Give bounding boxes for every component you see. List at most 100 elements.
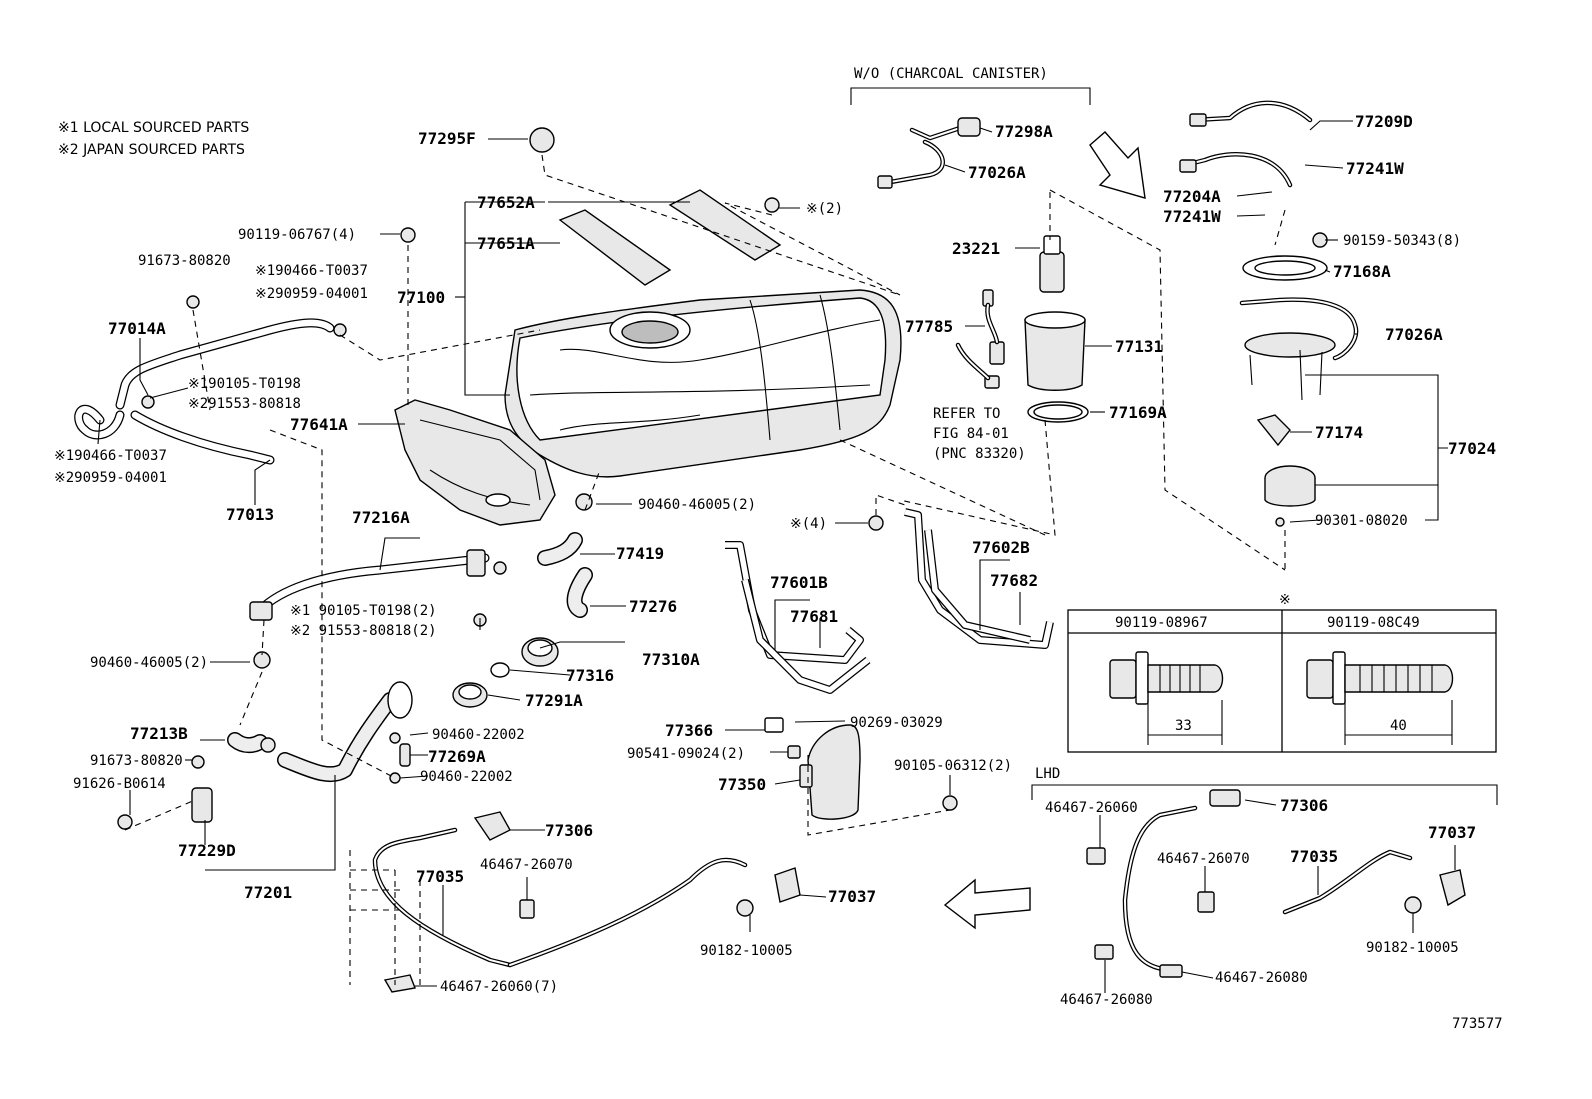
label-77602B: 77602B — [972, 538, 1030, 557]
figure-id: 773577 — [1452, 1016, 1503, 1032]
label-77013: 77013 — [226, 505, 274, 524]
vent-tube-77014A — [74, 318, 335, 465]
label-77641A: 77641A — [290, 415, 348, 434]
label-77169A: 77169A — [1109, 403, 1167, 422]
filler-hose-77419 — [537, 532, 593, 618]
charcoal-section: W/O (CHARCOAL CANISTER) — [850, 66, 1091, 189]
tank-straps — [725, 508, 1054, 694]
label-90460-46005-a: 90460-46005(2) — [638, 497, 756, 513]
label-90105-T0198-b: ※1 90105-T0198(2) — [290, 603, 437, 619]
bolt-dim1: 33 — [1175, 718, 1192, 734]
label-90460-46005-b: 90460-46005(2) — [90, 655, 208, 671]
label-77295F: 77295F — [418, 129, 476, 148]
label-90466-T0037-a: ※190466-T0037 — [255, 263, 368, 279]
label-77131: 77131 — [1115, 337, 1163, 356]
header-charcoal: W/O (CHARCOAL CANISTER) — [854, 66, 1048, 82]
label-77201: 77201 — [244, 883, 292, 902]
bolt-table: ※ 90119-08967 90119-08C49 33 40 — [1067, 592, 1497, 753]
label-77037-b: 77037 — [1428, 823, 1476, 842]
label-note2: ※(2) — [806, 201, 843, 217]
label-77316: 77316 — [566, 666, 614, 685]
tank-pads — [558, 189, 782, 286]
label-23221: 23221 — [952, 239, 1000, 258]
arrow-right-icon — [1089, 131, 1146, 199]
fuel-sender-assembly — [1179, 100, 1359, 507]
label-91673-80820-b: 91673-80820 — [90, 753, 183, 769]
label-77026A-b: 77026A — [1385, 325, 1443, 344]
label-77216A: 77216A — [352, 508, 410, 527]
label-90541-09024: 90541-09024(2) — [627, 746, 745, 762]
leader-lines — [97, 120, 1456, 993]
label-90159-50343: 90159-50343(8) — [1343, 233, 1461, 249]
label-77024: 77024 — [1448, 439, 1496, 458]
label-90460-22002-a: 90460-22002 — [432, 727, 525, 743]
label-90182-10005-b: 90182-10005 — [1366, 940, 1459, 956]
label-77241W-a: 77241W — [1346, 159, 1404, 178]
breather-hose-77216A — [249, 549, 490, 621]
fuel-pump-assembly: REFER TO FIG 84-01 (PNC 83320) — [933, 235, 1089, 462]
label-77100: 77100 — [397, 288, 445, 307]
label-90105-06312: 90105-06312(2) — [894, 758, 1012, 774]
legend-note-local: ※1 LOCAL SOURCED PARTS — [58, 120, 249, 136]
lhd-section: LHD — [1031, 766, 1498, 978]
label-77213B: 77213B — [130, 724, 188, 743]
rhd-cable-section — [349, 811, 801, 993]
fuel-tank — [504, 289, 902, 478]
refer-line2: FIG 84-01 — [933, 426, 1009, 442]
label-90105-T0198-a: ※190105-T0198 — [188, 376, 301, 392]
label-46467-26070-a: 46467-26070 — [480, 857, 573, 873]
fuel-lid — [764, 717, 861, 820]
label-90466-T0037-b: ※190466-T0037 — [54, 448, 167, 464]
label-90119-06767: 90119-06767(4) — [238, 227, 356, 243]
label-77037-a: 77037 — [828, 887, 876, 906]
label-77601B: 77601B — [770, 573, 828, 592]
label-77241W-b: 77241W — [1163, 207, 1221, 226]
label-91553-80818-a: ※291553-80818 — [188, 396, 301, 412]
header-lhd: LHD — [1035, 766, 1060, 782]
arrow-left-icon — [943, 878, 1031, 930]
label-77681: 77681 — [790, 607, 838, 626]
label-77310A: 77310A — [642, 650, 700, 669]
label-77350: 77350 — [718, 775, 766, 794]
label-90959-04001-a: ※290959-04001 — [255, 286, 368, 302]
part-labels: 77295F 77652A 77651A 77100 90119-06767(4… — [54, 112, 1496, 1008]
bolt-dim2: 40 — [1390, 718, 1407, 734]
label-90301-08020: 90301-08020 — [1315, 513, 1408, 529]
bolt-col1: 90119-08967 — [1115, 615, 1208, 631]
label-77651A: 77651A — [477, 234, 535, 253]
label-77168A: 77168A — [1333, 262, 1391, 281]
label-77229D: 77229D — [178, 841, 236, 860]
label-90269-03029: 90269-03029 — [850, 715, 943, 731]
label-77276: 77276 — [629, 597, 677, 616]
label-77035-b: 77035 — [1290, 847, 1338, 866]
label-77306-b: 77306 — [1280, 796, 1328, 815]
label-77298A: 77298A — [995, 122, 1053, 141]
label-77682: 77682 — [990, 571, 1038, 590]
legend: ※1 LOCAL SOURCED PARTS ※2 JAPAN SOURCED … — [58, 120, 249, 158]
label-77366: 77366 — [665, 721, 713, 740]
bolt-col2: 90119-08C49 — [1327, 615, 1420, 631]
label-77269A: 77269A — [428, 747, 486, 766]
label-91626-B0614: 91626-B0614 — [73, 776, 166, 792]
label-77026A-a: 77026A — [968, 163, 1026, 182]
tank-protector — [394, 399, 556, 526]
direction-arrows — [943, 131, 1146, 930]
label-77785: 77785 — [905, 317, 953, 336]
dashed-guides — [124, 154, 1286, 836]
legend-note-japan: ※2 JAPAN SOURCED PARTS — [58, 142, 245, 158]
filler-pipe-77201 — [227, 681, 413, 783]
label-91673-80820-a: 91673-80820 — [138, 253, 231, 269]
fasteners — [117, 127, 1328, 830]
label-77291A: 77291A — [525, 691, 583, 710]
bolt-note-mark: ※ — [1279, 592, 1291, 608]
label-46467-26080-a: 46467-26080 — [1215, 970, 1308, 986]
label-90182-10005-a: 90182-10005 — [700, 943, 793, 959]
label-77652A: 77652A — [477, 193, 535, 212]
label-77306-a: 77306 — [545, 821, 593, 840]
label-77035-a: 77035 — [416, 867, 464, 886]
label-77174: 77174 — [1315, 423, 1363, 442]
label-77014A: 77014A — [108, 319, 166, 338]
label-90460-22002-b: 90460-22002 — [420, 769, 513, 785]
label-note4: ※(4) — [790, 516, 827, 532]
